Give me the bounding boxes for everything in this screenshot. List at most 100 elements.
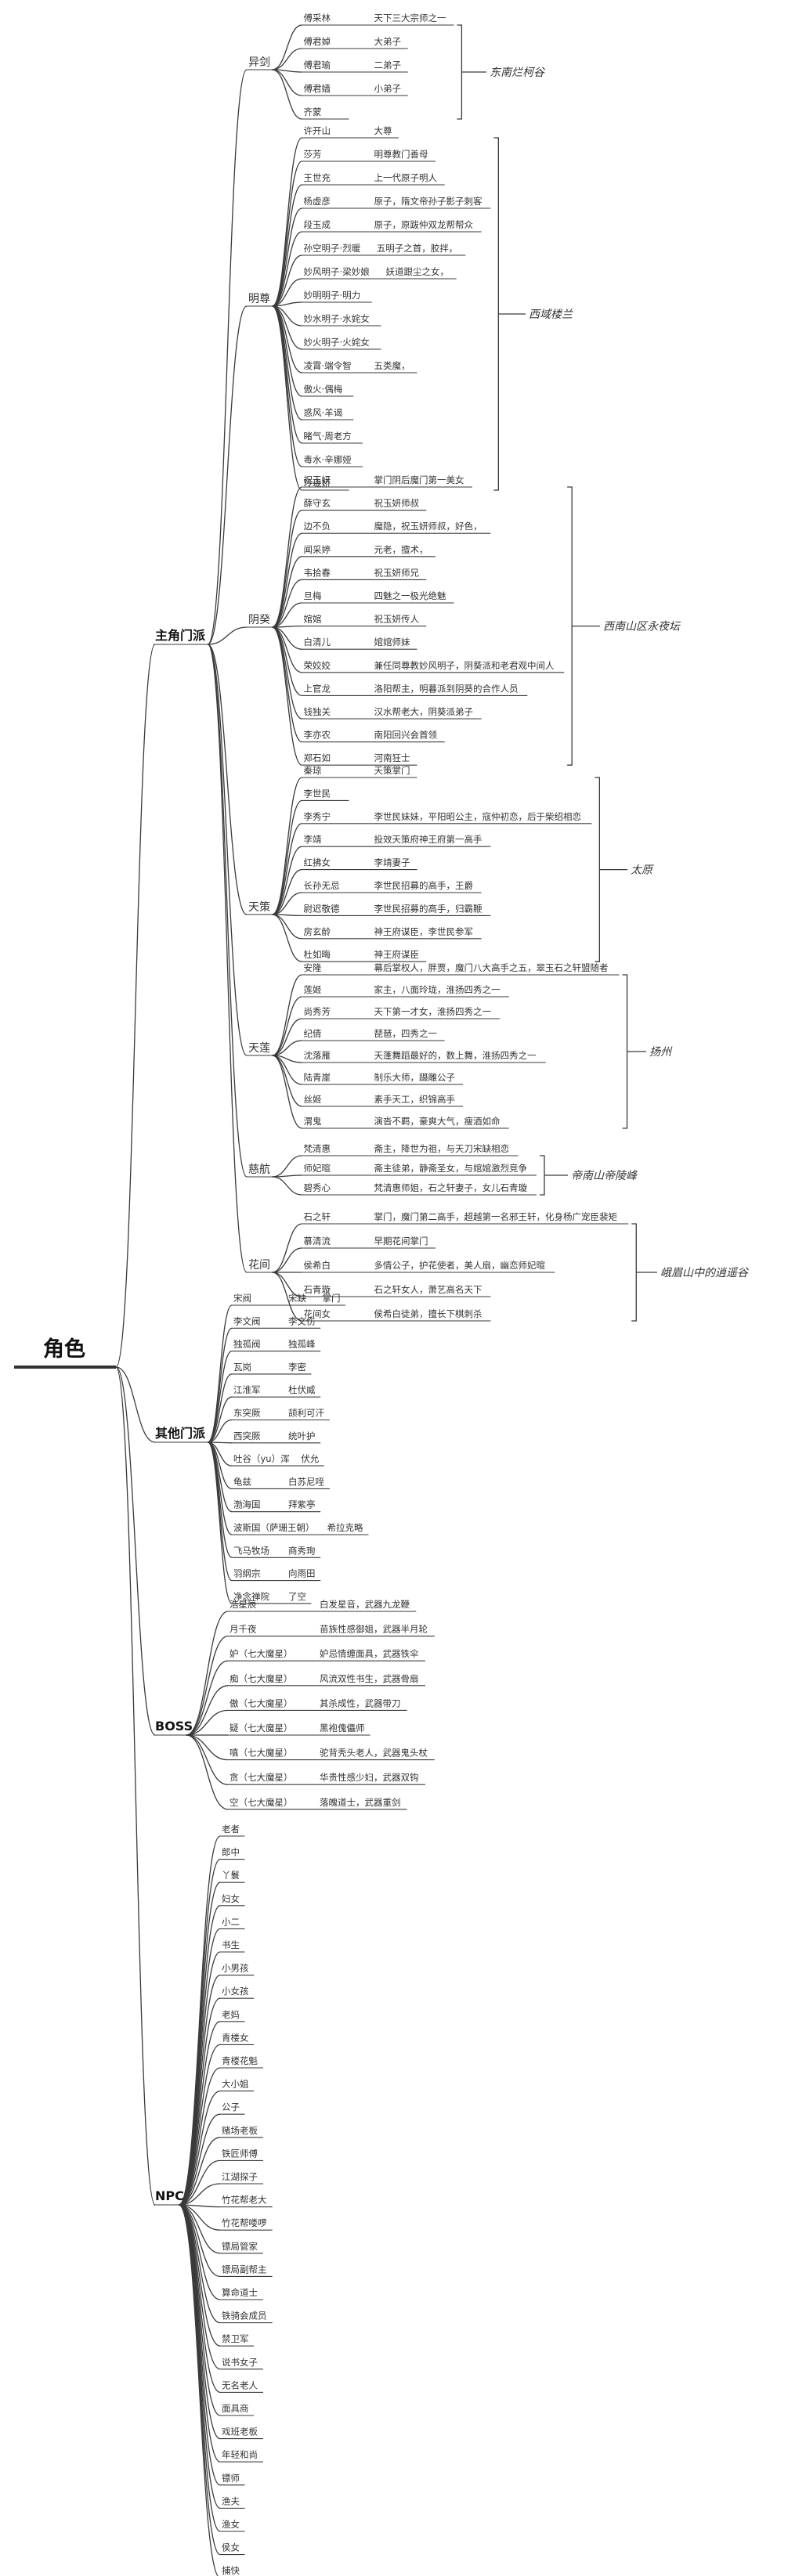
item-connector	[179, 2044, 221, 2206]
npc-item: 渔夫	[222, 2495, 240, 2506]
npc-item: 小女孩	[222, 1986, 249, 1997]
group-connector	[207, 69, 248, 645]
region-label-1: 西域楼兰	[529, 308, 573, 321]
item-desc: 大弟子	[374, 36, 402, 47]
item-name: 莲姬	[304, 984, 322, 995]
item-name: 傅君婥	[304, 36, 331, 47]
group-5: 慈航	[248, 1164, 270, 1176]
item-connector	[272, 1055, 302, 1107]
item-connector	[272, 305, 302, 350]
bracket-line	[595, 777, 600, 962]
npc-item: 青楼女	[222, 2032, 249, 2043]
item-name: 师妃暄	[304, 1163, 331, 1174]
item-name: 羽纲宗	[233, 1568, 261, 1579]
item-connector	[272, 892, 302, 915]
item-connector	[272, 1155, 302, 1178]
npc-item: 镖师	[222, 2473, 240, 2484]
item-desc: 四魅之一极光绝魅	[374, 590, 446, 601]
item-connector	[272, 626, 302, 743]
item-desc: 伏允	[301, 1453, 319, 1464]
item-name: 尚秀芳	[304, 1006, 331, 1017]
item-connector	[186, 1660, 229, 1736]
npc-item: 禁卫军	[222, 2333, 249, 2344]
item-connector	[272, 1055, 302, 1129]
region-label-4: 扬州	[649, 1046, 673, 1059]
item-connector	[207, 1304, 233, 1443]
item-connector	[179, 2113, 221, 2206]
bracket-line	[457, 24, 463, 120]
item-connector	[272, 799, 302, 915]
item-name: 龟兹	[233, 1476, 251, 1487]
item-desc: 商秀珣	[288, 1545, 316, 1556]
item-name: 秦琼	[304, 765, 322, 776]
item-name: 空（七大魔星）	[230, 1797, 293, 1808]
item-connector	[272, 556, 302, 628]
item-desc: 拜紫亭	[288, 1499, 316, 1510]
npc-item: 铁骑会成员	[222, 2311, 267, 2322]
item-name: 杜如晦	[304, 949, 331, 960]
item-connector	[272, 48, 302, 70]
item-desc: 其杀成性，武器带刀	[320, 1697, 401, 1708]
item-desc: 原子，隋文帝孙子影子刺客	[374, 196, 483, 207]
group-connector	[207, 305, 248, 645]
item-desc-2: 掌门	[322, 1293, 340, 1304]
item-connector	[179, 1951, 221, 2206]
item-name: 妙火明子·火姹女	[304, 337, 370, 348]
category-2: BOSS	[155, 1719, 193, 1734]
item-desc: 李文伤	[288, 1315, 316, 1326]
item-connector	[179, 2204, 221, 2556]
item-desc: 早期花间掌门	[374, 1236, 428, 1247]
item-connector	[179, 1928, 221, 2206]
item-desc: 神王府谋臣	[374, 949, 420, 960]
item-desc: 魔隐，祝玉妍师叔，好色，	[374, 521, 483, 532]
item-name: 瓦岗	[233, 1362, 251, 1373]
item-name: 李靖	[304, 834, 322, 845]
item-connector	[272, 69, 302, 120]
item-name: 王世充	[304, 172, 331, 183]
item-desc: 天下三大宗师之一	[374, 13, 446, 23]
item-connector	[179, 2204, 221, 2231]
item-desc: 家主，八面玲珑，淮扬四秀之一	[374, 984, 501, 995]
item-name: 嗔（七大魔星）	[230, 1748, 293, 1759]
item-connector	[207, 1441, 233, 1604]
item-name: 孙空明子·烈暖	[304, 243, 361, 254]
item-desc: 兼任同尊教妙风明子，阴葵派和老君观中间人	[374, 660, 555, 671]
npc-item: 丫鬟	[222, 1870, 240, 1881]
item-connector	[272, 626, 302, 720]
group-1: 明尊	[248, 292, 270, 305]
item-desc: 原子，原跋仲双龙帮帮众	[374, 219, 474, 230]
item-name: 红拂女	[304, 857, 331, 868]
item-connector	[272, 532, 302, 628]
item-name: 玲珑娇	[304, 478, 331, 489]
item-desc: 李密	[288, 1362, 306, 1373]
item-connector	[208, 1396, 233, 1443]
item-desc: 大尊	[374, 125, 392, 136]
item-name: 妒（七大魔星）	[230, 1648, 293, 1659]
item-connector	[179, 1881, 221, 2206]
item-connector	[207, 1441, 233, 1558]
item-connector	[186, 1709, 229, 1736]
item-desc: 五类魔，	[374, 360, 410, 371]
item-connector	[272, 974, 302, 1056]
item-name: 长孙无忌	[304, 880, 340, 891]
npc-item: 郎中	[222, 1847, 240, 1858]
item-desc: 白苏尼咥	[288, 1476, 324, 1487]
item-connector	[208, 1373, 233, 1443]
item-name: 傲火·偶梅	[304, 384, 343, 395]
category-3: NPC	[155, 2188, 184, 2203]
item-connector	[207, 1350, 233, 1443]
item-connector	[272, 602, 302, 628]
item-name: 慕清流	[304, 1236, 331, 1247]
item-connector	[272, 626, 302, 766]
item-name: 痴（七大魔星）	[230, 1673, 293, 1684]
item-name: 旦梅	[304, 590, 322, 601]
item-connector	[186, 1734, 229, 1810]
item-name: 碧秀心	[304, 1182, 331, 1193]
item-name: 白清儿	[304, 637, 331, 648]
item-name: 波斯国（萨珊王朝）	[233, 1522, 315, 1533]
item-desc: 妖道跟尘之女，	[385, 266, 449, 277]
item-desc: 宋缺	[288, 1293, 306, 1304]
item-connector	[272, 823, 302, 915]
item-desc: 希拉克略	[327, 1522, 363, 1533]
